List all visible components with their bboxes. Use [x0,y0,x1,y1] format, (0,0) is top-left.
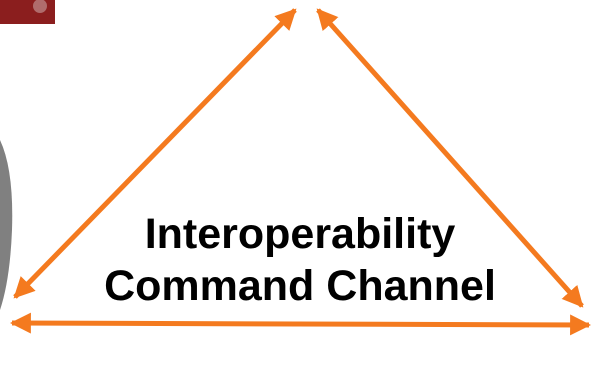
caption-line-2: Command Channel [104,262,496,310]
caption-line-1: Interoperability [144,210,456,258]
left-arrow [13,8,297,299]
corner-image-patch [0,0,55,24]
bottom-arrow [9,312,592,336]
diagram-caption: Interoperability Command Channel [70,208,530,312]
left-edge-figure [0,140,13,310]
right-arrow [316,8,584,308]
